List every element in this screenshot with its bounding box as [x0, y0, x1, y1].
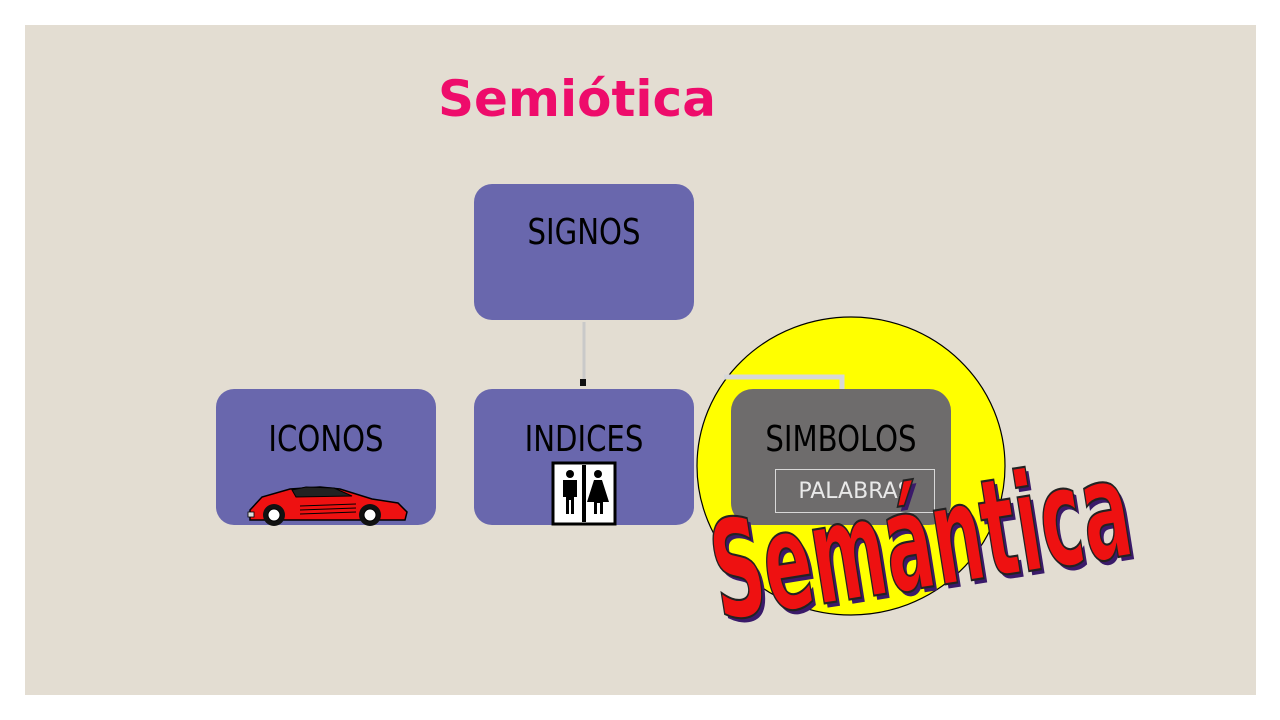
simbolos-connector [724, 374, 845, 389]
node-simbolos: SIMBOLOS [731, 389, 951, 525]
node-simbolos-label: SIMBOLOS [765, 419, 917, 460]
page-title: Semiótica [438, 70, 716, 128]
palabras-box: PALABRAS [775, 469, 935, 513]
node-indices-label: INDICES [524, 419, 644, 460]
node-signos-label: SIGNOS [527, 212, 641, 253]
slide-background [25, 25, 1256, 695]
node-signos: SIGNOS [474, 184, 694, 320]
node-iconos-label: ICONOS [268, 419, 384, 460]
node-iconos: ICONOS [216, 389, 436, 525]
connector-end [580, 379, 586, 386]
